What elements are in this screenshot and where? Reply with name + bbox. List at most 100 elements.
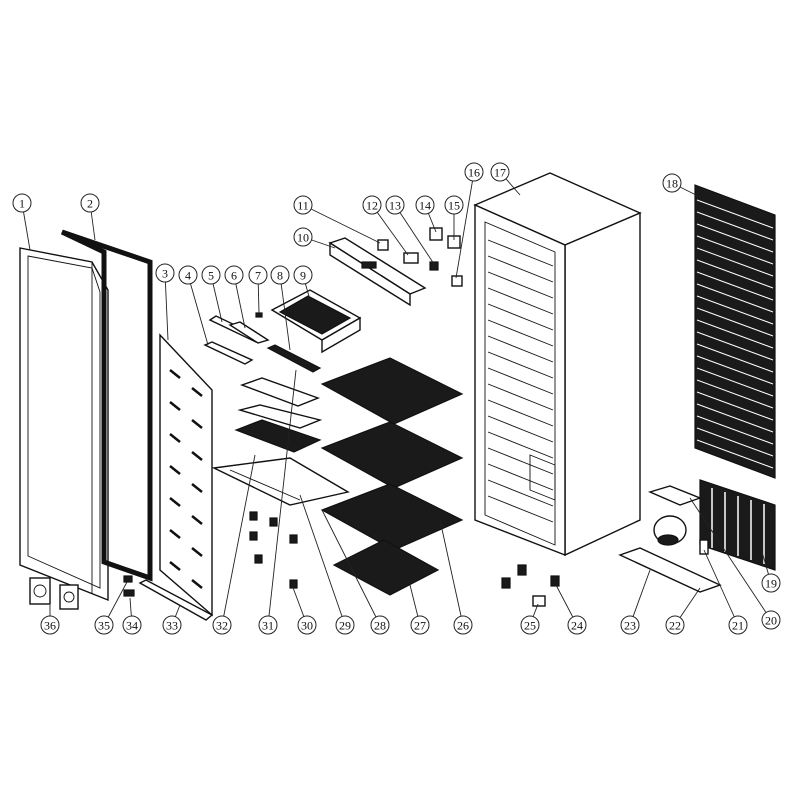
callout-24: 24	[567, 615, 587, 635]
leader-line	[703, 549, 739, 626]
callout-circle	[80, 193, 100, 213]
callout-circle	[362, 195, 382, 215]
leader-line	[164, 272, 169, 341]
callout-number: 30	[301, 619, 313, 633]
leader-line	[689, 497, 772, 621]
callout-number: 25	[524, 619, 536, 633]
callout-number: 27	[414, 619, 426, 633]
callout-31: 31	[258, 615, 278, 635]
callout-7: 7	[248, 265, 268, 285]
callout-18: 18	[662, 173, 682, 193]
callout-25: 25	[520, 615, 540, 635]
callout-1: 1	[12, 193, 32, 213]
callout-number: 1	[19, 197, 25, 211]
callout-28: 28	[370, 615, 390, 635]
callout-number: 9	[300, 269, 306, 283]
callout-2: 2	[80, 193, 100, 213]
callout-number: 28	[374, 619, 386, 633]
callout-circle	[385, 195, 405, 215]
callout-4: 4	[178, 265, 198, 285]
callout-circle	[178, 265, 198, 285]
hinge-brackets	[29, 577, 79, 610]
door-bottom-strip	[138, 579, 214, 621]
callout-20: 20	[761, 610, 781, 630]
callout-circle	[620, 615, 640, 635]
callout-circle	[297, 615, 317, 635]
rear-grille	[699, 479, 776, 571]
callout-number: 8	[277, 269, 283, 283]
door	[19, 247, 109, 602]
callout-5: 5	[201, 265, 221, 285]
callout-circle	[464, 162, 484, 182]
callout-circle	[335, 615, 355, 635]
callout-number: 32	[216, 619, 228, 633]
callout-number: 36	[44, 619, 56, 633]
callout-22: 22	[665, 615, 685, 635]
callout-13: 13	[385, 195, 405, 215]
callout-26: 26	[453, 615, 473, 635]
callout-circle	[490, 162, 510, 182]
trays	[211, 377, 350, 506]
callout-number: 2	[87, 197, 93, 211]
callout-circle	[662, 173, 682, 193]
callout-number: 13	[389, 199, 401, 213]
callout-33: 33	[162, 615, 182, 635]
shelf-rails	[203, 312, 322, 373]
callout-circle	[415, 195, 435, 215]
callout-circle	[761, 610, 781, 630]
leader-line	[439, 519, 464, 626]
callout-circle	[270, 265, 290, 285]
leader-line	[302, 204, 381, 244]
callout-circle	[728, 615, 748, 635]
callout-circle	[453, 615, 473, 635]
callout-27: 27	[410, 615, 430, 635]
callout-circle	[520, 615, 540, 635]
callout-30: 30	[297, 615, 317, 635]
callout-number: 23	[624, 619, 636, 633]
callout-number: 17	[494, 166, 506, 180]
callout-circle	[212, 615, 232, 635]
callout-3: 3	[155, 263, 175, 283]
callout-number: 21	[732, 619, 744, 633]
callout-number: 6	[231, 269, 237, 283]
hinge-screw	[123, 589, 135, 597]
callout-circle	[122, 615, 142, 635]
callout-17: 17	[490, 162, 510, 182]
callout-35: 35	[94, 615, 114, 635]
callout-number: 19	[765, 577, 777, 591]
callout-6: 6	[224, 265, 244, 285]
callout-number: 16	[468, 166, 480, 180]
callout-number: 24	[571, 619, 583, 633]
callout-32: 32	[212, 615, 232, 635]
glass-shelves	[320, 357, 464, 596]
callout-29: 29	[335, 615, 355, 635]
callout-16: 16	[464, 162, 484, 182]
callout-10: 10	[293, 227, 313, 247]
callout-circle	[293, 195, 313, 215]
callout-circle	[293, 227, 313, 247]
callout-number: 14	[419, 199, 431, 213]
callout-circle	[444, 195, 464, 215]
leader-line	[394, 204, 435, 265]
callout-number: 29	[339, 619, 351, 633]
callout-14: 14	[415, 195, 435, 215]
leader-line	[279, 274, 291, 351]
callout-circle	[410, 615, 430, 635]
callout-circle	[370, 615, 390, 635]
callout-circle	[162, 615, 182, 635]
callout-circle	[40, 615, 60, 635]
callout-number: 10	[297, 231, 309, 245]
callout-circle	[248, 265, 268, 285]
callout-circle	[224, 265, 244, 285]
callout-number: 7	[255, 269, 261, 283]
callout-number: 26	[457, 619, 469, 633]
leader-line	[371, 204, 409, 256]
callout-number: 12	[366, 199, 378, 213]
callout-circle	[155, 263, 175, 283]
callout-number: 3	[162, 267, 168, 281]
callout-11: 11	[293, 195, 313, 215]
callout-number: 4	[185, 269, 191, 283]
cabinet	[473, 172, 642, 557]
